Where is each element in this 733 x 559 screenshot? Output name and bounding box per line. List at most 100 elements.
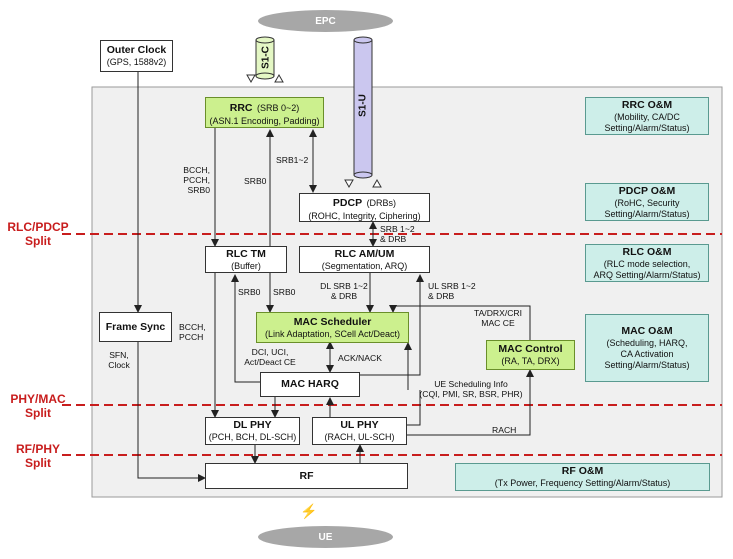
- mac-scheduler-sub: (Link Adaptation, SCell Act/Deact): [264, 328, 401, 339]
- dl-phy-sub: (PCH, BCH, DL-SCH): [208, 432, 297, 442]
- arrow-maccontrol-scheduler: [389, 305, 531, 340]
- rlc-tm-sub: (Buffer): [231, 260, 261, 271]
- frame-sync-box: Frame Sync: [99, 312, 172, 342]
- label-bcch-pcch: BCCH, PCCH: [179, 322, 206, 342]
- mac-control-sub: (RA, TA, DRX): [501, 356, 560, 366]
- rf-title: RF: [299, 469, 314, 482]
- split-rf-phy-line2: Split: [25, 456, 51, 470]
- rrc-sub: (ASN.1 Encoding, Padding): [209, 116, 320, 126]
- label-sfn-clock: SFN, Clock: [100, 350, 138, 370]
- label-ul-srb-l2: & DRB: [428, 291, 455, 301]
- pdcp-sub: (ROHC, Integrity, Ciphering): [308, 211, 421, 221]
- rrc-title: RRC: [229, 102, 253, 114]
- label-srb-drb-top-l1: SRB 1~2: [380, 224, 415, 234]
- label-srb0-rrc: SRB0: [244, 176, 267, 186]
- label-ack-nack: ACK/NACK: [338, 353, 382, 363]
- label-pcch: PCCH,: [183, 175, 210, 185]
- label-bcch-pcch-l2: PCCH: [179, 332, 204, 342]
- rrc-om-line1: (Mobility, CA/DC: [614, 111, 680, 122]
- outer-clock-box: Outer Clock (GPS, 1588v2): [100, 40, 173, 72]
- split-rf-phy-line1: RF/PHY: [15, 442, 60, 456]
- s1u-interface: [344, 36, 382, 189]
- dl-phy-box: DL PHY (PCH, BCH, DL-SCH): [205, 417, 300, 445]
- pdcp-title: PDCP: [332, 197, 363, 209]
- split-phy-mac-line1: PHY/MAC: [10, 392, 66, 406]
- label-ue-scheduling-info: UE Scheduling Info (CQI, PMI, SR, BSR, P…: [416, 379, 526, 399]
- epc-label: EPC: [315, 15, 336, 27]
- pdcp-om-line2: Setting/Alarm/Status): [604, 208, 690, 219]
- s1c-interface: [246, 36, 284, 84]
- pdcp-box: PDCP (DRBs) (ROHC, Integrity, Ciphering): [299, 193, 430, 222]
- arrow-ulphy-uesched: [407, 390, 421, 426]
- ue-label: UE: [318, 531, 333, 543]
- rrc-box: RRC (SRB 0~2) (ASN.1 Encoding, Padding): [205, 97, 324, 128]
- frame-sync-title: Frame Sync: [105, 320, 166, 333]
- label-srb-drb-top: SRB 1~2 & DRB: [380, 224, 415, 244]
- ul-phy-box: UL PHY (RACH, UL-SCH): [312, 417, 407, 445]
- rf-box: RF: [205, 463, 408, 489]
- rlc-amum-sub: (Segmentation, ARQ): [321, 260, 408, 271]
- label-ta-drx-l2: MAC CE: [481, 318, 515, 328]
- mac-om-box: MAC O&M (Scheduling, HARQ, CA Activation…: [585, 314, 709, 382]
- label-dci-l1: DCI, UCI,: [251, 347, 289, 357]
- arrow-ulphy-maccontrol: [407, 369, 534, 436]
- rrc-om-line2: Setting/Alarm/Status): [604, 122, 690, 133]
- rf-om-box: RF O&M (Tx Power, Frequency Setting/Alar…: [455, 463, 710, 491]
- split-rlc-pdcp: RLC/PDCP Split: [3, 220, 73, 248]
- epc-node: EPC: [258, 10, 393, 32]
- rrc-om-title: RRC O&M: [621, 98, 673, 111]
- mac-om-line2: CA Activation: [620, 349, 674, 359]
- outer-clock-title: Outer Clock: [106, 44, 167, 56]
- mac-om-line3: Setting/Alarm/Status): [604, 360, 690, 370]
- s1u-label: S1-U: [357, 94, 369, 117]
- pdcp-title-suffix: (DRBs): [366, 198, 397, 208]
- label-sfn: SFN,: [109, 350, 129, 360]
- wireless-bolt-icon: ⚡: [300, 503, 318, 519]
- split-phy-mac-line2: Split: [25, 406, 51, 420]
- arrow-harq-rlctm: [231, 274, 260, 383]
- mac-harq-box: MAC HARQ: [260, 372, 360, 397]
- split-rlc-pdcp-line2: Split: [25, 234, 51, 248]
- rrc-title-suffix: (SRB 0~2): [256, 103, 300, 113]
- label-srb1-2: SRB1~2: [276, 155, 309, 165]
- rlc-tm-title: RLC TM: [226, 247, 266, 260]
- label-srb0-down: SRB0: [273, 287, 296, 297]
- pdcp-om-box: PDCP O&M (RoHC, Security Setting/Alarm/S…: [585, 183, 709, 221]
- label-dl-srb-l1: DL SRB 1~2: [320, 281, 368, 291]
- mac-control-title: MAC Control: [498, 343, 563, 355]
- mac-scheduler-box: MAC Scheduler (Link Adaptation, SCell Ac…: [256, 312, 409, 343]
- rlc-om-line2: ARQ Setting/Alarm/Status): [593, 269, 701, 280]
- label-bcch-pcch-l1: BCCH,: [179, 322, 206, 332]
- rlc-amum-title: RLC AM/UM: [334, 247, 395, 260]
- split-rlc-pdcp-line1: RLC/PDCP: [7, 220, 69, 234]
- label-dl-srb-l2: & DRB: [330, 291, 358, 301]
- label-dl-srb: DL SRB 1~2 & DRB: [318, 281, 370, 301]
- mac-scheduler-title: MAC Scheduler: [293, 315, 372, 328]
- label-ta-drx-l1: TA/DRX/CRI: [473, 308, 523, 318]
- rlc-om-title: RLC O&M: [622, 245, 672, 258]
- label-ue-sched-l1: UE Scheduling Info: [434, 379, 508, 389]
- rlc-tm-box: RLC TM (Buffer): [205, 246, 287, 273]
- ue-node: UE: [258, 526, 393, 548]
- ul-phy-sub: (RACH, UL-SCH): [324, 432, 395, 442]
- ul-phy-title: UL PHY: [340, 419, 379, 431]
- label-ue-sched-l2: (CQI, PMI, SR, BSR, PHR): [419, 389, 523, 399]
- rlc-amum-box: RLC AM/UM (Segmentation, ARQ): [299, 246, 430, 273]
- label-bcch: BCCH,: [183, 165, 210, 175]
- rf-om-line1: (Tx Power, Frequency Setting/Alarm/Statu…: [494, 478, 671, 488]
- pdcp-om-line1: (RoHC, Security: [614, 197, 680, 208]
- label-ul-srb: UL SRB 1~2 & DRB: [428, 281, 476, 301]
- label-ul-srb-l1: UL SRB 1~2: [428, 281, 476, 291]
- arrow-harq-rlcamum: [360, 274, 424, 376]
- rf-om-title: RF O&M: [561, 465, 604, 477]
- label-rach: RACH: [492, 425, 517, 435]
- pdcp-om-title: PDCP O&M: [618, 184, 676, 197]
- split-rf-phy: RF/PHY Split: [3, 442, 73, 470]
- mac-om-line1: (Scheduling, HARQ,: [606, 338, 688, 348]
- outer-clock-sub: (GPS, 1588v2): [106, 57, 167, 67]
- label-dci-l2: Act/Deact CE: [244, 357, 296, 367]
- label-bcch-pcch-srb0: BCCH, PCCH, SRB0: [172, 165, 210, 195]
- mac-control-box: MAC Control (RA, TA, DRX): [486, 340, 575, 370]
- label-srb-drb-top-l2: & DRB: [380, 234, 407, 244]
